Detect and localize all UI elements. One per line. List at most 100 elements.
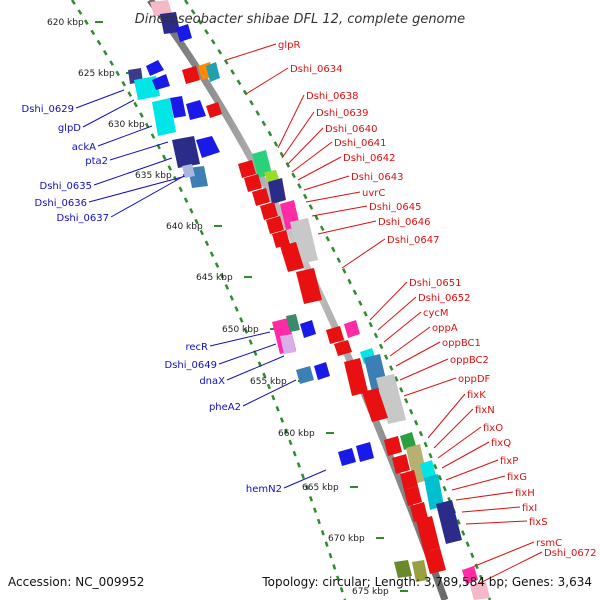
arrow-red-5[interactable]	[266, 216, 284, 234]
gene-label[interactable]: fixO	[483, 423, 503, 434]
gene-label[interactable]: Dshi_0634	[290, 64, 342, 75]
gene-label[interactable]: oppA	[432, 323, 458, 334]
arrow-red-10[interactable]	[334, 340, 352, 356]
gene-label[interactable]: oppBC2	[450, 355, 489, 366]
gene-label[interactable]: Dshi_0642	[343, 153, 395, 164]
gene-navy-top[interactable]	[160, 12, 180, 34]
gene-label[interactable]: rsmC	[536, 538, 562, 549]
gene-label[interactable]: Dshi_0639	[316, 108, 368, 119]
gene-fixK[interactable]	[400, 432, 416, 450]
arrow-gene-a[interactable]	[146, 60, 164, 76]
arrow-red-17[interactable]	[410, 502, 428, 522]
gene-label[interactable]: fixP	[500, 456, 518, 467]
gene-red-top[interactable]	[206, 102, 222, 118]
gene-Dshi_0651[interactable]	[344, 320, 360, 338]
arrow-red-8[interactable]	[296, 268, 322, 304]
gene-Dshi_0635[interactable]	[172, 136, 200, 168]
gene-label[interactable]: Dshi_0672	[544, 548, 596, 559]
gene-fixI[interactable]	[436, 500, 462, 544]
gene-label[interactable]: Dshi_0641	[334, 138, 386, 149]
gene-label[interactable]: fixS	[529, 517, 548, 528]
arrow-gene-f[interactable]	[300, 320, 316, 338]
gene-label[interactable]: fixG	[507, 472, 527, 483]
arrow-red-11[interactable]	[344, 358, 368, 396]
gene-label[interactable]: oppBC1	[442, 338, 481, 349]
gene-label[interactable]: ackA	[72, 142, 96, 153]
gene-label[interactable]: cycM	[423, 308, 449, 319]
arrow-red-1[interactable]	[238, 160, 256, 178]
gene-oppBC2[interactable]	[376, 374, 406, 424]
arrow-gene-g[interactable]	[314, 362, 330, 380]
gene-label[interactable]: Dshi_0646	[378, 217, 430, 228]
gene-label[interactable]: fixN	[475, 405, 495, 416]
arrow-red-2[interactable]	[244, 174, 262, 192]
gene-pta2[interactable]	[170, 96, 186, 118]
gene-label[interactable]: Dshi_0643	[351, 172, 403, 183]
arrow-red-13[interactable]	[384, 436, 402, 456]
arrow-red-3[interactable]	[252, 188, 270, 206]
gene-label[interactable]: Dshi_0649	[165, 360, 217, 371]
gene-Dshi_0672[interactable]	[470, 582, 490, 600]
gene-label[interactable]: Dshi_0651	[409, 278, 461, 289]
gene-fixP[interactable]	[420, 460, 436, 480]
gene-label[interactable]: hemN2	[246, 484, 282, 495]
gene-Dshi_0646[interactable]	[290, 218, 318, 264]
gene-Dshi_0641[interactable]	[268, 178, 286, 204]
gene-label[interactable]: dnaX	[199, 376, 225, 387]
gene-olive-bottom[interactable]	[412, 560, 428, 582]
gene-label[interactable]: Dshi_0645	[369, 202, 421, 213]
arrow-red-15[interactable]	[400, 470, 418, 490]
outer-guide-track	[70, 0, 347, 600]
gene-orange2[interactable]	[206, 62, 220, 82]
arrow-gene-c[interactable]	[186, 100, 206, 120]
arrow-red-19[interactable]	[424, 548, 446, 574]
arrow-red-6[interactable]	[272, 230, 290, 248]
arrow-gene-e[interactable]	[176, 24, 192, 42]
accession-text: Accession: NC_009952	[8, 575, 144, 589]
gene-label[interactable]: fixK	[467, 390, 486, 401]
gene-label[interactable]: pheA2	[209, 402, 241, 413]
leader-line	[445, 459, 499, 481]
tick-label: 650 kbp	[222, 325, 259, 335]
gene-label[interactable]: oppDF	[458, 374, 491, 385]
arrow-red-9[interactable]	[326, 326, 344, 344]
gene-label[interactable]: Dshi_0638	[306, 91, 358, 102]
arrow-red-16[interactable]	[404, 486, 422, 506]
gene-ackA[interactable]	[152, 98, 176, 136]
gene-pink-top[interactable]	[150, 0, 172, 16]
gene-label[interactable]: Dshi_0647	[387, 235, 439, 246]
gene-label[interactable]: recR	[186, 342, 209, 353]
arrow-red-14[interactable]	[392, 454, 410, 474]
arrow-gene-d[interactable]	[196, 136, 220, 158]
gene-hemN2[interactable]	[338, 448, 356, 466]
gene-label[interactable]: pta2	[85, 156, 108, 167]
gene-label[interactable]: Dshi_0636	[35, 198, 87, 209]
gene-label[interactable]: Dshi_0635	[40, 181, 92, 192]
gene-label[interactable]: Dshi_0640	[325, 124, 377, 135]
gene-green-bottom[interactable]	[394, 560, 412, 578]
gene-label[interactable]: Dshi_0652	[418, 293, 470, 304]
arrow-red-4[interactable]	[260, 202, 278, 220]
gene-label[interactable]: fixH	[515, 488, 535, 499]
gene-label[interactable]: uvrC	[362, 188, 385, 199]
arrow-gene-b[interactable]	[152, 74, 170, 90]
arrow-red-12[interactable]	[362, 388, 388, 422]
gene-rsmC[interactable]	[462, 566, 478, 584]
gene-pheA2[interactable]	[296, 366, 314, 384]
gene-label[interactable]: Dshi_0629	[22, 104, 74, 115]
gene-label[interactable]: Dshi_0637	[57, 213, 109, 224]
gene-label[interactable]: fixI	[522, 503, 537, 514]
gene-Dshi_0649[interactable]	[286, 314, 300, 332]
gene-Dshi_0638[interactable]	[252, 150, 272, 178]
gene-dnaX[interactable]	[280, 334, 296, 354]
leader-line	[297, 156, 342, 181]
gene-glpR[interactable]	[182, 66, 200, 84]
gene-fixG[interactable]	[424, 474, 444, 510]
gene-label[interactable]: glpR	[278, 40, 300, 51]
arrow-red-7[interactable]	[280, 242, 304, 272]
arrow-gene-h[interactable]	[356, 442, 374, 462]
gene-label[interactable]: glpD	[58, 123, 81, 134]
arrow-red-18[interactable]	[416, 516, 440, 552]
gene-label[interactable]: fixQ	[491, 438, 511, 449]
gene-Dshi_0637[interactable]	[182, 164, 195, 178]
